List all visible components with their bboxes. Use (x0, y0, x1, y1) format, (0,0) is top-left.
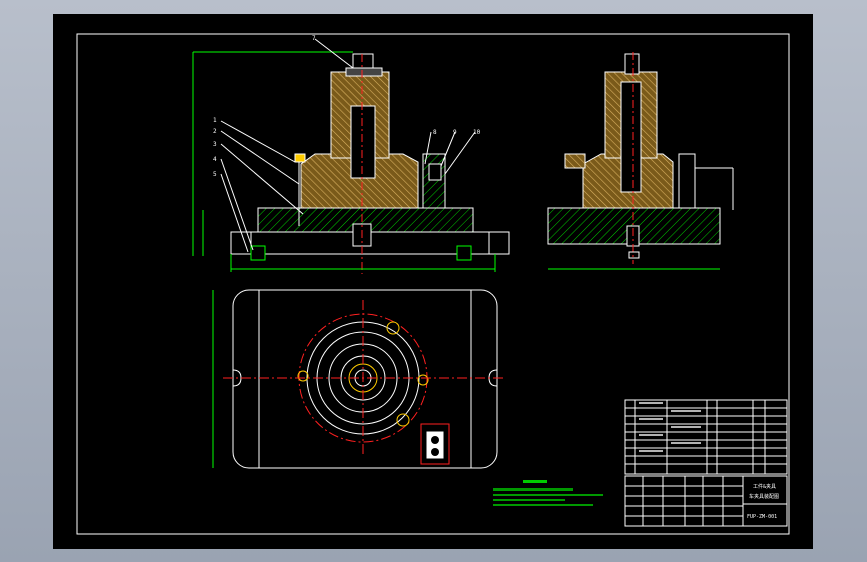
balloon-8: 8 (433, 129, 437, 136)
side-view (547, 52, 734, 270)
drawing-sheet[interactable]: 7 1 2 3 4 5 8 9 10 (53, 14, 813, 549)
balloon-2: 2 (213, 128, 217, 135)
balloon-labels: 7 1 2 3 4 5 8 9 10 (213, 35, 481, 178)
balloon-5: 5 (213, 171, 217, 178)
title-block (624, 475, 788, 527)
technical-notes (493, 480, 603, 506)
drawing-number: FUP-ZM-001 (747, 514, 777, 520)
balloon-1: 1 (213, 117, 217, 124)
balloon-4: 4 (213, 156, 217, 163)
part-name-line2: 车夹具装配图 (749, 493, 779, 500)
sheet-border (76, 33, 790, 535)
part-name-line1: 工件&夹具 (753, 483, 776, 490)
balloon-7: 7 (312, 35, 316, 42)
parts-list (624, 399, 788, 475)
balloon-3: 3 (213, 141, 217, 148)
cad-drawing: 7 1 2 3 4 5 8 9 10 (76, 33, 790, 535)
balloon-9: 9 (453, 129, 457, 136)
balloon-10: 10 (473, 129, 481, 136)
top-view (212, 289, 503, 469)
front-view (192, 38, 510, 274)
